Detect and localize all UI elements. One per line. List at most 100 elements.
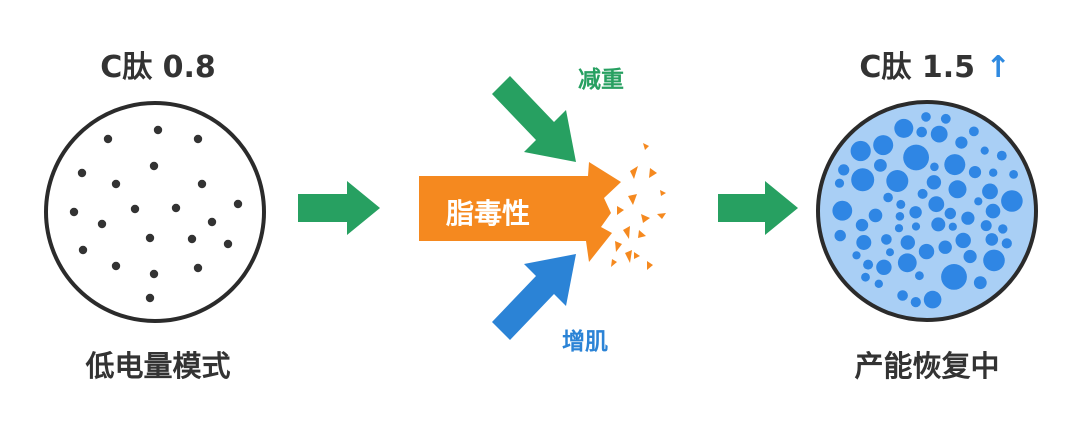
dense-dot xyxy=(915,271,924,281)
sparse-dot xyxy=(145,233,155,243)
dense-dot xyxy=(918,243,935,260)
dense-dot xyxy=(969,126,979,137)
dense-dot xyxy=(832,200,853,221)
right-caption: 产能恢复中 xyxy=(854,349,1000,383)
left-caption: 低电量模式 xyxy=(85,349,231,383)
weight-loss-arrow-icon xyxy=(492,76,576,162)
sparse-dot xyxy=(78,245,88,255)
dense-dot xyxy=(944,154,966,176)
dense-dot xyxy=(909,206,922,219)
dense-dot xyxy=(916,126,927,138)
dense-dot xyxy=(876,259,892,275)
sparse-dot xyxy=(223,239,233,249)
dense-dot xyxy=(921,112,931,122)
dense-dot xyxy=(996,150,1007,161)
dense-dot xyxy=(1001,190,1023,212)
sparse-dot xyxy=(111,261,121,271)
dense-dot xyxy=(968,166,982,179)
dense-dot xyxy=(834,229,846,242)
dense-dot xyxy=(900,235,915,250)
dense-dot xyxy=(941,264,967,290)
dense-dot xyxy=(998,224,1008,234)
sparse-dot xyxy=(130,204,140,214)
sparse-dot xyxy=(207,217,217,227)
energy-restored-cell xyxy=(816,100,1038,322)
dense-dot xyxy=(886,170,909,192)
dense-dot xyxy=(980,146,989,155)
sparse-dots xyxy=(69,125,243,303)
right-title: C肽 1.5 ↑ xyxy=(830,42,1040,86)
toxicity-label: 脂毒性 xyxy=(446,197,531,230)
dense-dot xyxy=(963,249,977,264)
dense-dot xyxy=(1001,238,1012,249)
dense-dot xyxy=(886,248,894,257)
sparse-dot xyxy=(149,161,159,171)
sparse-dot xyxy=(233,199,243,209)
dense-dot xyxy=(874,159,887,172)
toxicity-arrow xyxy=(419,143,666,270)
dense-dot xyxy=(873,135,894,156)
dense-dot xyxy=(974,197,983,206)
dense-dot xyxy=(1009,170,1018,179)
dense-dot xyxy=(961,211,975,225)
sparse-dot xyxy=(69,207,79,217)
dense-dot xyxy=(856,235,872,250)
dense-dot xyxy=(874,279,883,288)
dense-dot xyxy=(973,276,987,290)
shard-fragments xyxy=(611,143,666,270)
dense-dot xyxy=(855,218,869,232)
dense-dot xyxy=(955,136,968,149)
dense-dot xyxy=(903,144,929,171)
dense-dot xyxy=(923,290,942,309)
dense-dot xyxy=(883,192,893,203)
dense-dot xyxy=(928,196,945,213)
sparse-dot xyxy=(187,234,197,244)
arrow-right-icon xyxy=(718,181,798,235)
dense-dot xyxy=(881,234,892,245)
dense-dot xyxy=(868,208,883,223)
dense-dot xyxy=(989,168,998,177)
dense-dot xyxy=(834,178,845,188)
dense-dot xyxy=(985,203,1001,219)
dense-dot xyxy=(983,249,1005,272)
up-arrow-icon: ↑ xyxy=(985,50,1011,85)
dense-dot xyxy=(948,222,957,231)
dense-dot xyxy=(940,113,951,124)
dense-dot xyxy=(861,272,870,282)
dense-dot xyxy=(863,259,874,270)
weight-loss-label: 减重 xyxy=(578,67,624,93)
dense-dot xyxy=(955,232,971,249)
dense-dot xyxy=(895,212,905,221)
sparse-dot xyxy=(111,179,121,189)
dense-dot xyxy=(852,251,861,260)
sparse-dot xyxy=(145,293,155,303)
dense-dot xyxy=(930,162,939,172)
sparse-dot xyxy=(77,168,87,178)
dense-dot xyxy=(838,164,850,176)
dense-dot xyxy=(894,118,914,138)
dense-dot xyxy=(930,125,948,143)
muscle-gain-arrow-icon xyxy=(492,254,576,340)
dense-dot xyxy=(948,180,967,199)
sparse-dot xyxy=(171,203,181,213)
dense-dot xyxy=(985,233,999,246)
left-title: C肽 0.8 xyxy=(100,50,216,85)
dense-dot xyxy=(910,297,921,308)
dense-dot xyxy=(926,175,942,190)
dense-dot xyxy=(896,199,906,209)
dense-dot xyxy=(982,183,998,200)
dense-dots xyxy=(832,112,1023,309)
dense-dot xyxy=(897,290,908,301)
sparse-dot xyxy=(193,134,203,144)
dense-dot xyxy=(938,240,952,254)
right-title-text: C肽 1.5 xyxy=(859,50,975,85)
muscle-gain-label: 增肌 xyxy=(562,329,608,355)
dense-dot xyxy=(980,220,992,232)
dense-dot xyxy=(897,253,917,273)
sparse-dot xyxy=(149,269,159,279)
sparse-dot xyxy=(193,263,203,273)
low-energy-cell xyxy=(44,101,266,323)
dense-dot xyxy=(850,140,871,162)
dense-dot xyxy=(851,168,875,192)
